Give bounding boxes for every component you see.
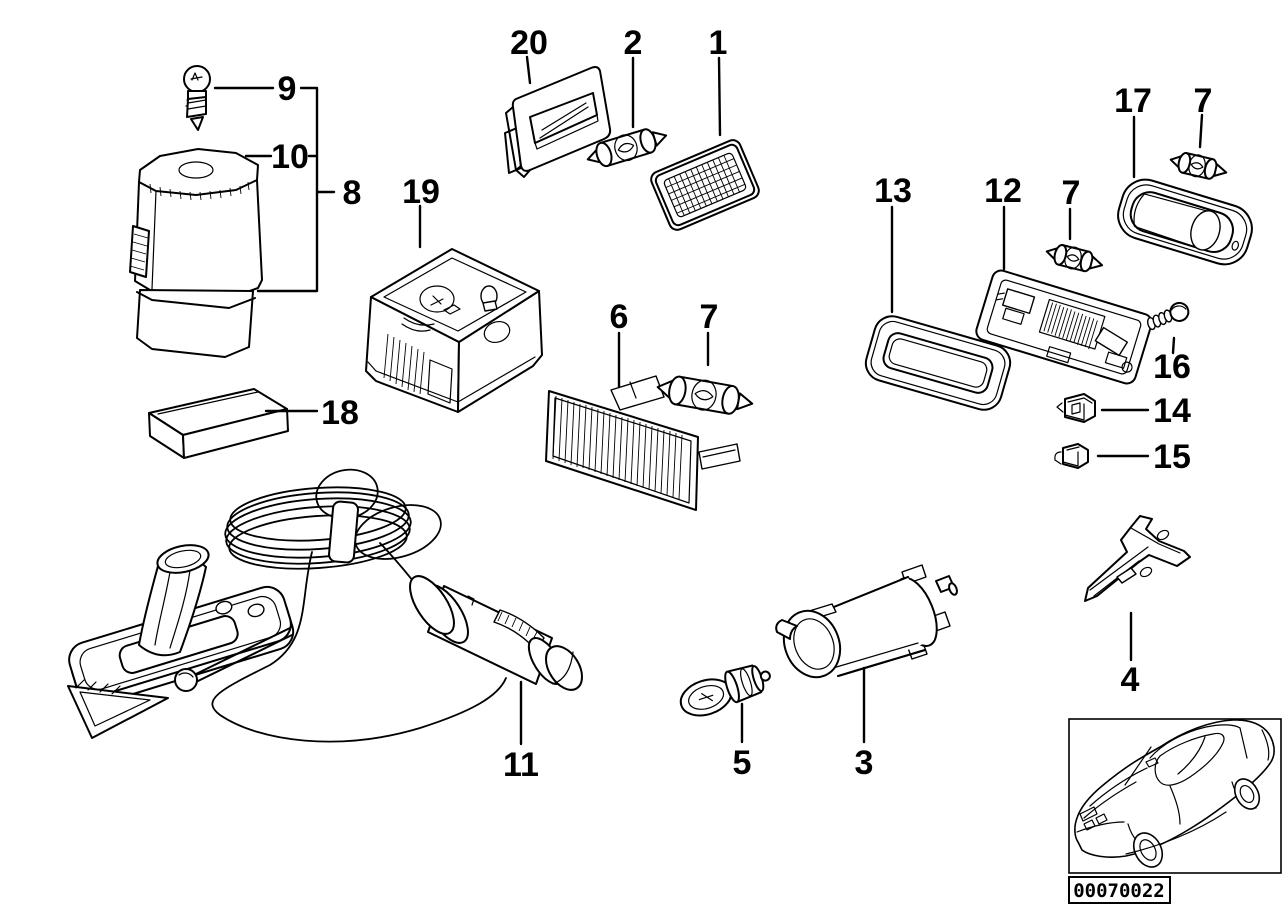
diagram-code: 00070022 bbox=[1073, 880, 1165, 902]
callout-label-5[interactable]: 5 bbox=[733, 744, 752, 782]
callout-label-17[interactable]: 17 bbox=[1114, 82, 1152, 120]
part-11-handlamp-assembly-drawing bbox=[67, 468, 583, 743]
part-2-festoon-bulb-drawing bbox=[586, 128, 668, 168]
callout-label-12[interactable]: 12 bbox=[984, 172, 1022, 210]
leader-bracket-8 bbox=[244, 86, 336, 293]
callout-label-6[interactable]: 6 bbox=[610, 298, 629, 336]
callout-label-10[interactable]: 10 bbox=[271, 138, 309, 176]
callout-label-18[interactable]: 18 bbox=[321, 394, 359, 432]
part-7b-festoon-bulb-drawing bbox=[1045, 244, 1104, 273]
part-4-bracket-drawing bbox=[1084, 515, 1191, 602]
callout-label-9[interactable]: 9 bbox=[278, 70, 297, 108]
part-14-clip-drawing bbox=[1056, 393, 1096, 423]
part-19-lamp-cube-drawing bbox=[365, 248, 543, 413]
leader-20 bbox=[525, 55, 532, 85]
part-20-bezel-drawing bbox=[504, 66, 612, 178]
callout-label-11[interactable]: 11 bbox=[503, 746, 539, 784]
callout-label-7b[interactable]: 7 bbox=[1062, 174, 1081, 212]
part-15-clip-drawing bbox=[1054, 443, 1089, 469]
part-17-lamp-housing-drawing bbox=[1117, 178, 1253, 266]
callout-label-14[interactable]: 14 bbox=[1153, 392, 1191, 430]
callout-label-8[interactable]: 8 bbox=[343, 174, 362, 212]
leader-1 bbox=[717, 56, 722, 137]
part-12-lamp-carrier-drawing bbox=[975, 269, 1153, 385]
leader-16 bbox=[1171, 336, 1176, 355]
part-10-flashlight-housing-drawing bbox=[129, 148, 263, 358]
part-5-bulb-drawing bbox=[679, 664, 771, 717]
part-6-ribbed-lens-drawing bbox=[545, 375, 741, 511]
callout-label-16[interactable]: 16 bbox=[1153, 348, 1191, 386]
callout-label-13[interactable]: 13 bbox=[874, 172, 912, 210]
part-7c-festoon-bulb-drawing bbox=[1169, 152, 1228, 180]
callout-labels: 9 10 8 19 20 2 1 6 7 13 12 7 17 7 16 14 … bbox=[271, 24, 1212, 784]
diagram-code-box bbox=[1068, 876, 1171, 904]
part-1-lamp-drawing bbox=[650, 139, 760, 231]
leader-7c bbox=[1198, 113, 1204, 149]
callout-label-19[interactable]: 19 bbox=[402, 173, 440, 211]
car-sketch bbox=[1074, 719, 1275, 868]
callout-label-4[interactable]: 4 bbox=[1121, 661, 1140, 699]
part-3-lighter-socket-drawing bbox=[775, 564, 958, 679]
car-inset: 00070022 bbox=[1068, 718, 1282, 904]
callout-label-20[interactable]: 20 bbox=[510, 24, 548, 62]
callout-label-7a[interactable]: 7 bbox=[700, 298, 719, 336]
callout-label-3[interactable]: 3 bbox=[855, 744, 874, 782]
part-16-screw-drawing bbox=[1146, 301, 1190, 331]
callout-label-7c[interactable]: 7 bbox=[1194, 82, 1213, 120]
part-13-gasket-drawing bbox=[864, 315, 1012, 411]
part-7a-festoon-bulb-drawing bbox=[656, 375, 754, 415]
callout-label-2[interactable]: 2 bbox=[624, 24, 643, 62]
callout-label-15[interactable]: 15 bbox=[1153, 438, 1191, 476]
callout-leader-lines bbox=[213, 55, 1204, 746]
part-18-box-drawing bbox=[148, 388, 289, 459]
callout-label-1[interactable]: 1 bbox=[709, 24, 728, 62]
part-9-bulb-drawing bbox=[183, 65, 211, 131]
